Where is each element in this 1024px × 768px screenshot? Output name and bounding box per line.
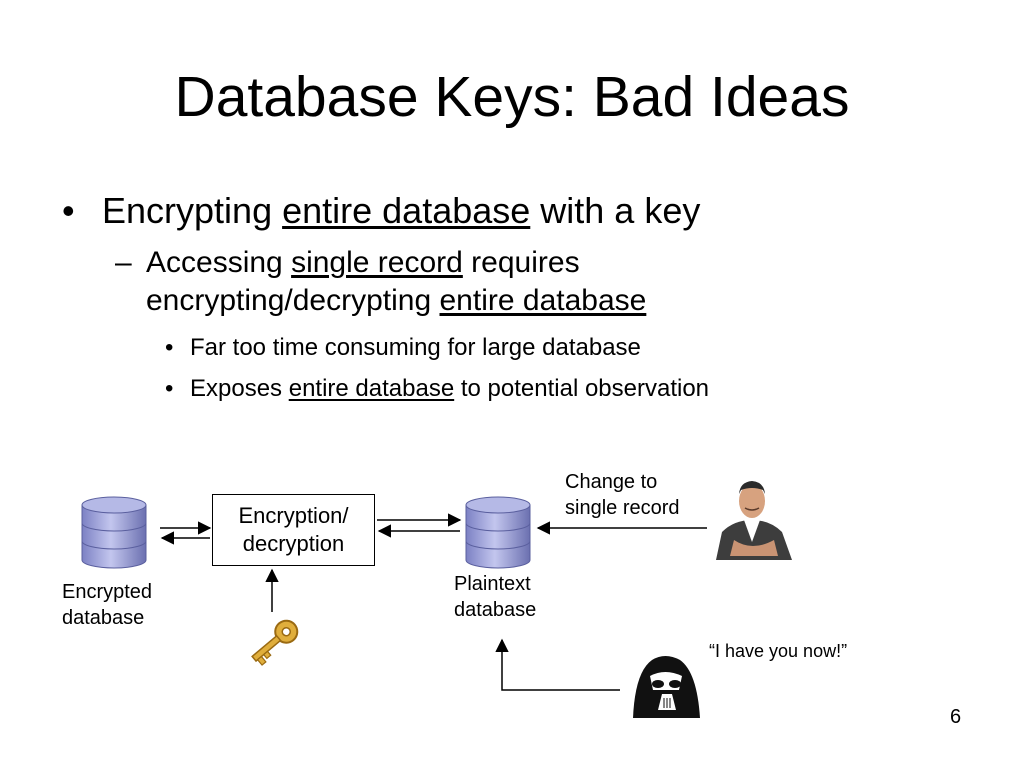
arrow-attacker: [495, 638, 620, 691]
attacker-quote: “I have you now!”: [709, 641, 848, 661]
slide-title: Database Keys: Bad Ideas: [174, 65, 850, 129]
encryption-decryption-box: Encryption/ decryption: [212, 494, 375, 566]
bullet-mark: •: [62, 190, 75, 231]
bullet-mark: •: [165, 375, 174, 402]
bullet-text: Exposes entire database to potential obs…: [190, 375, 710, 402]
darth-vader-icon: [633, 656, 700, 718]
key-icon: [251, 619, 299, 666]
box-line-1: Encryption/: [238, 503, 349, 528]
encrypted-database-icon: [81, 496, 147, 569]
bullet-text: Far too time consuming for large databas…: [190, 334, 641, 361]
dash-mark: –: [115, 246, 132, 279]
person-icon: [716, 481, 792, 560]
bullet-text: Encrypting entire database with a key: [102, 190, 701, 231]
box-line-2: decryption: [242, 531, 345, 556]
plaintext-database-icon: [465, 496, 531, 569]
page-number: 6: [950, 706, 962, 728]
bullet-mark: •: [165, 334, 174, 361]
